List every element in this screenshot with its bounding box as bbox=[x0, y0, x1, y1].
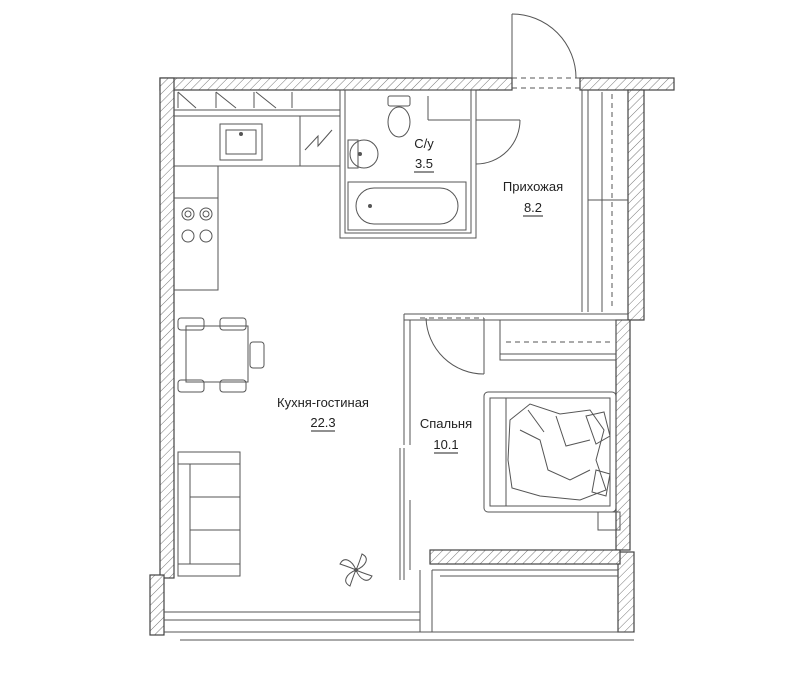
cooktop-icon bbox=[181, 207, 213, 243]
bathroom-door bbox=[475, 100, 521, 165]
fridge-icon bbox=[299, 115, 341, 167]
sliding-door bbox=[399, 448, 405, 580]
wall-left-bottom bbox=[149, 574, 165, 636]
kitchen-counter bbox=[174, 91, 341, 291]
room-area-bathroom: 3.5 bbox=[415, 156, 433, 171]
label-bathroom: С/у 3.5 bbox=[414, 136, 434, 173]
room-name-hallway: Прихожая bbox=[503, 179, 563, 194]
label-living: Кухня-гостиная 22.3 bbox=[277, 395, 369, 432]
room-area-hallway: 8.2 bbox=[524, 200, 542, 215]
room-area-bedroom: 10.1 bbox=[433, 437, 458, 452]
bedroom-door bbox=[420, 317, 485, 375]
hallway-wardrobe bbox=[588, 92, 628, 312]
wall-top-right bbox=[579, 77, 675, 91]
wall-right-bedroom bbox=[615, 319, 631, 551]
room-area-living: 22.3 bbox=[310, 415, 335, 430]
bottom-glazing bbox=[164, 569, 634, 641]
exterior-walls bbox=[149, 77, 675, 636]
plant-icon bbox=[339, 553, 373, 587]
bed-icon bbox=[483, 391, 621, 531]
label-bedroom: Спальня 10.1 bbox=[420, 416, 472, 454]
wall-left bbox=[159, 77, 175, 579]
wall-bedroom-bottom bbox=[429, 549, 621, 565]
wall-top-left bbox=[159, 77, 513, 91]
wall-right-hallway bbox=[627, 89, 645, 321]
toilet-icon bbox=[387, 95, 411, 138]
dining-table-icon bbox=[177, 317, 265, 393]
label-hallway: Прихожая 8.2 bbox=[503, 179, 563, 217]
bedroom-wardrobe bbox=[499, 319, 617, 361]
sofa-icon bbox=[177, 451, 241, 577]
room-name-bedroom: Спальня bbox=[420, 416, 472, 431]
bathtub-icon bbox=[347, 181, 467, 231]
room-name-bathroom: С/у bbox=[414, 136, 434, 151]
entrance-door bbox=[511, 13, 582, 89]
room-name-living: Кухня-гостиная bbox=[277, 395, 369, 410]
washbasin-icon bbox=[347, 139, 379, 169]
sink-icon bbox=[219, 123, 263, 161]
